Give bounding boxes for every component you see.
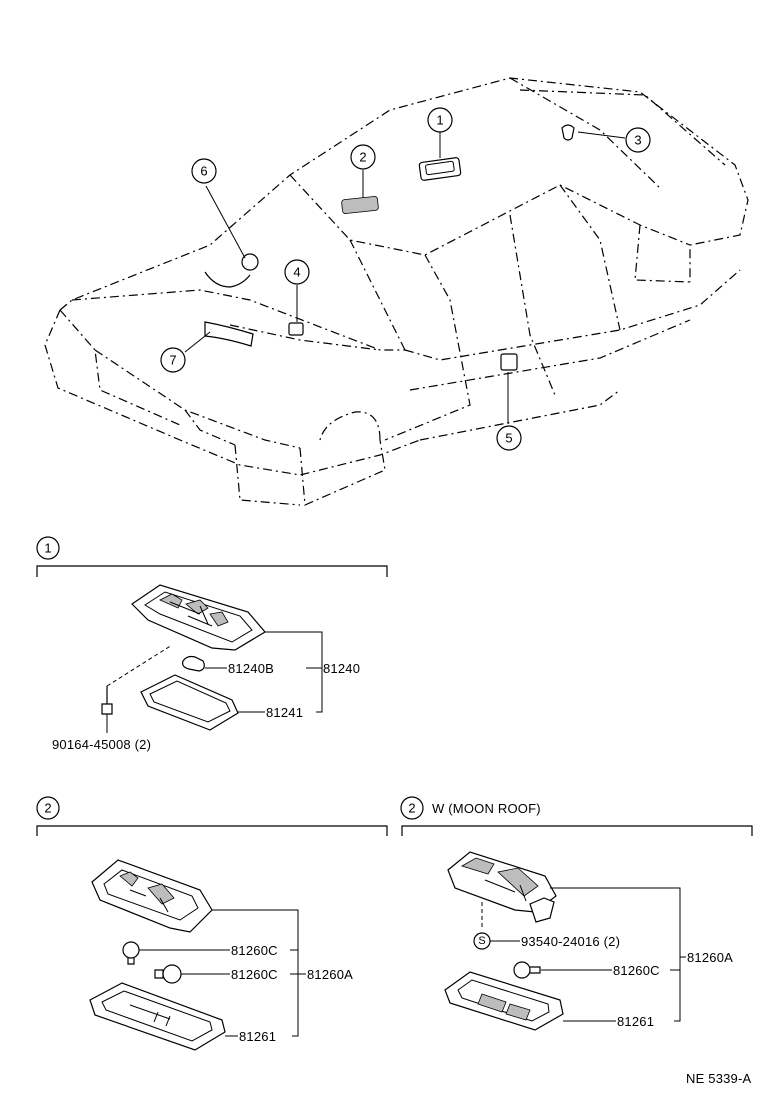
section-1-label: 1 (44, 541, 51, 556)
vehicle-overview: 1 2 3 4 5 6 7 (44, 77, 749, 506)
callout-label: 4 (293, 265, 300, 280)
section-2-label: 2 (44, 801, 51, 816)
part-number-81240b: 81240B (228, 661, 274, 676)
part-number-81260c-b: 81260C (231, 967, 278, 982)
part-number-81241: 81241 (266, 705, 303, 720)
part-number-81260a-moonroof: 81260A (687, 950, 733, 965)
part-number-81260a: 81260A (307, 967, 353, 982)
section-2-personal-lamp: 2 81260C 81260C 81260A 81261 (36, 796, 388, 1051)
callout-7[interactable]: 7 (160, 347, 186, 373)
callout-label: 7 (169, 353, 176, 368)
callout-label: 3 (634, 133, 641, 148)
callout-label: 1 (436, 113, 443, 128)
figure-code: NE 5339-A (686, 1071, 752, 1086)
callout-5[interactable]: 5 (496, 425, 522, 451)
section-1-dome-lamp: 1 81240B 81240 81241 90164-45008 (2) (36, 536, 388, 752)
callout-3[interactable]: 3 (625, 127, 651, 153)
part-number-81261: 81261 (239, 1029, 276, 1044)
callout-4[interactable]: 4 (284, 259, 310, 285)
part-number-81240: 81240 (323, 661, 360, 676)
part-number-81260c-moonroof: 81260C (613, 963, 660, 978)
section-2-moon-roof-lamp: 2 W (MOON ROOF) S 93540-24016 (2) 81260C… (400, 796, 753, 1031)
callout-1[interactable]: 1 (427, 107, 453, 133)
callout-label: 6 (200, 164, 207, 179)
section-title: W (MOON ROOF) (432, 801, 541, 816)
part-number-81261-moonroof: 81261 (617, 1014, 654, 1029)
callout-6[interactable]: 6 (191, 158, 217, 184)
callout-label: 5 (505, 431, 512, 446)
callout-label: 2 (359, 150, 366, 165)
part-number-93540-24016: 93540-24016 (2) (521, 934, 620, 949)
section-2-moonroof-label: 2 (408, 801, 415, 816)
screw-symbol: S (478, 935, 485, 947)
callout-2[interactable]: 2 (350, 144, 376, 170)
part-number-81260c-a: 81260C (231, 943, 278, 958)
part-number-90164-45008: 90164-45008 (2) (52, 737, 151, 752)
